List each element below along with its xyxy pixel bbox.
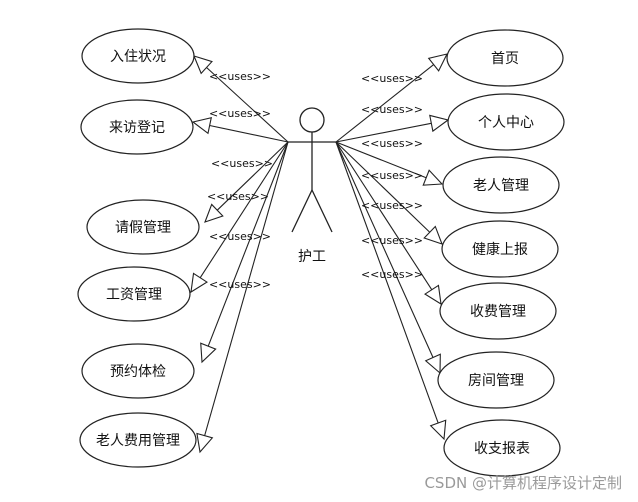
left-assoc-6-arrowhead <box>196 432 214 454</box>
right-use-case-3-label: 老人管理 <box>473 178 529 194</box>
left-assoc-3-arrowhead <box>204 203 224 223</box>
right-use-case-7-label: 收支报表 <box>474 441 530 457</box>
right-use-case-7-ellipse <box>443 419 561 477</box>
left-assoc-1-arrowhead <box>193 55 213 75</box>
actor-name: 护工 <box>298 249 326 265</box>
right-uses-label-1: <<uses>> <box>361 72 423 85</box>
left-use-case-4-ellipse <box>77 266 191 322</box>
right-assoc-4-arrowhead <box>423 225 443 245</box>
right-use-case-5-label: 收费管理 <box>470 304 526 320</box>
actor-head <box>299 107 325 133</box>
left-uses-label-4: <<uses>> <box>207 190 269 203</box>
watermark: CSDN @计算机程序设计定制 <box>424 474 622 492</box>
left-assoc-5-arrowhead <box>200 342 217 364</box>
left-assoc-2-arrowhead <box>191 116 213 135</box>
right-assoc-2-line <box>335 122 432 143</box>
left-uses-label-6: <<uses>> <box>209 278 271 291</box>
right-uses-label-2: <<uses>> <box>361 103 423 116</box>
right-use-case-5-ellipse <box>439 282 557 340</box>
left-assoc-5-line <box>207 141 289 347</box>
left-uses-label-1: <<uses>> <box>209 70 271 83</box>
left-use-case-5-label: 预约体检 <box>110 364 166 380</box>
left-use-case-3-ellipse <box>86 199 200 255</box>
left-uses-label-3: <<uses>> <box>211 157 273 170</box>
left-use-case-5-ellipse <box>81 343 195 399</box>
right-assoc-4-line <box>335 141 431 233</box>
right-use-case-4-label: 健康上报 <box>472 241 528 258</box>
left-assoc-2-line <box>209 124 289 143</box>
left-assoc-1-line <box>206 67 289 143</box>
actor: 护工 <box>288 107 336 265</box>
right-use-case-2-label: 个人中心 <box>478 115 534 131</box>
left-use-case-6-ellipse <box>79 412 197 468</box>
left-use-case-2-label: 来访登记 <box>109 120 165 136</box>
association-lines <box>190 53 450 454</box>
right-uses-label-3: <<uses>> <box>361 137 423 150</box>
right-uses-label-7: <<uses>> <box>361 268 423 281</box>
right-assoc-7-line <box>335 141 439 424</box>
right-use-case-4-ellipse <box>441 220 559 278</box>
left-use-case-3-label: 请假管理 <box>115 220 171 236</box>
left-uses-label-2: <<uses>> <box>209 107 271 120</box>
uses-labels: <<uses>> <<uses>> <<uses>> <<uses>> <<uses>>… <box>207 70 423 291</box>
actor-left-leg <box>291 189 313 233</box>
right-assoc-3-line <box>335 141 427 179</box>
left-use-case-1-ellipse <box>81 28 195 84</box>
right-assoc-6-arrowhead <box>424 353 441 375</box>
right-assoc-7-arrowhead <box>429 419 447 441</box>
left-assoc-3-line <box>216 141 289 211</box>
right-use-case-6-label: 房间管理 <box>468 373 524 389</box>
left-assoc-4-line <box>199 141 289 279</box>
right-use-case-1-label: 首页 <box>491 51 519 67</box>
right-assoc-2-arrowhead <box>429 114 450 133</box>
right-use-case-2-ellipse <box>447 93 565 151</box>
left-use-case-6-label: 老人费用管理 <box>96 433 180 449</box>
left-assoc-4-arrowhead <box>190 272 208 294</box>
left-uses-label-5: <<uses>> <box>209 230 271 243</box>
right-assoc-6-line <box>335 141 434 358</box>
right-uses-label-5: <<uses>> <box>361 199 423 212</box>
left-use-case-4-label: 工资管理 <box>106 287 162 303</box>
right-use-case-6-ellipse <box>437 351 555 409</box>
right-uses-label-4: <<uses>> <box>361 169 423 182</box>
left-use-case-1-label: 入住状况 <box>110 49 166 65</box>
actor-right-leg <box>311 189 333 233</box>
right-use-case-3-ellipse <box>442 156 560 214</box>
right-assoc-1-line <box>335 64 435 143</box>
right-uses-label-6: <<uses>> <box>361 234 423 247</box>
right-use-case-1-ellipse <box>446 29 564 87</box>
left-assoc-6-line <box>204 141 289 436</box>
left-use-case-2-ellipse <box>80 99 194 155</box>
right-assoc-3-arrowhead <box>422 169 444 186</box>
right-assoc-5-line <box>335 141 433 291</box>
right-assoc-5-arrowhead <box>424 284 442 306</box>
right-assoc-1-arrowhead <box>427 53 449 72</box>
